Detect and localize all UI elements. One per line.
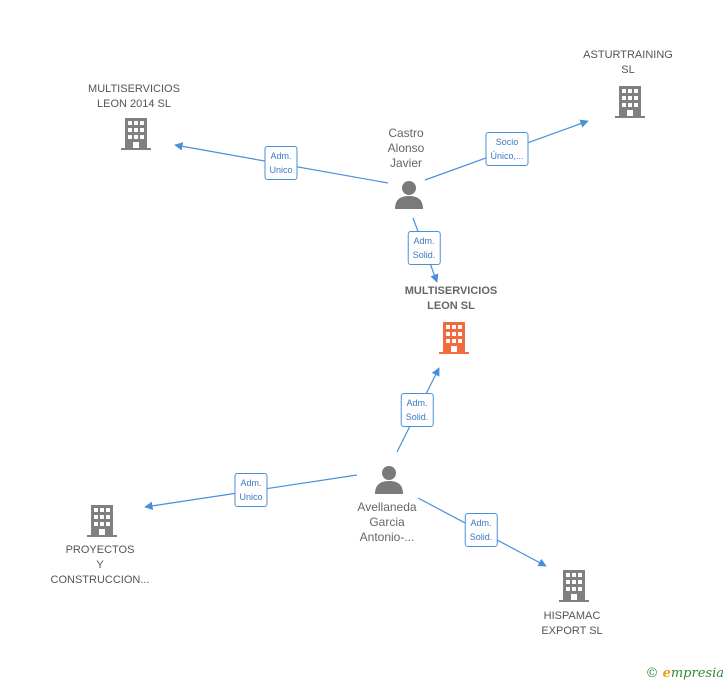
relation-line: Unico <box>239 492 263 502</box>
node-label-line: Castro <box>388 126 424 140</box>
node-label-multiservicios-2014[interactable]: MULTISERVICIOS LEON 2014 SL <box>88 82 180 112</box>
relation-label-castro-to-2014[interactable]: Adm. Unico <box>264 146 298 180</box>
node-label-line: HISPAMAC <box>543 610 601 622</box>
relation-line: Adm. <box>413 236 435 246</box>
relation-line: Adm. <box>406 398 428 408</box>
node-label-line: Y <box>96 559 104 571</box>
relation-label-avellaneda-to-main[interactable]: Adm. Solid. <box>400 393 434 427</box>
node-label-line: LEON 2014 SL <box>96 98 171 110</box>
node-label-line: Javier <box>389 156 423 170</box>
node-label-line: SL <box>621 64 635 76</box>
relation-label-avellaneda-to-proyectos[interactable]: Adm. Unico <box>234 473 268 507</box>
relation-line: Único,... <box>490 151 524 161</box>
relation-line: Socio <box>495 137 519 147</box>
building-icon-main-company <box>439 322 469 354</box>
node-label-proyectos[interactable]: PROYECTOS Y CONSTRUCCION... <box>51 543 150 588</box>
relation-label-castro-to-main[interactable]: Adm. Solid. <box>407 231 441 265</box>
brand-e: e <box>662 666 671 681</box>
node-label-line: ASTURTRAINING <box>583 49 673 61</box>
copyright-symbol: © <box>645 666 659 681</box>
relation-line: Unico <box>269 165 293 175</box>
relation-line: Solid. <box>412 250 436 260</box>
node-label-line: Avellaneda <box>357 500 417 514</box>
relation-line: Solid. <box>405 412 429 422</box>
relation-line: Adm. <box>470 518 492 528</box>
empresia-logo: © empresia <box>645 666 724 681</box>
relation-line: Adm. <box>240 478 262 488</box>
node-label-asturtraining[interactable]: ASTURTRAINING SL <box>583 48 673 78</box>
node-label-line: MULTISERVICIOS <box>404 285 498 297</box>
person-icon-avellaneda <box>375 466 403 494</box>
node-label-line: CONSTRUCCION... <box>50 574 150 586</box>
node-label-line: EXPORT SL <box>541 625 603 637</box>
node-label-line: PROYECTOS <box>65 544 135 556</box>
brand-name: mpresia <box>670 666 724 681</box>
building-icon-multiservicios-2014 <box>121 118 151 150</box>
node-label-line: Alonso <box>387 141 425 155</box>
relation-label-castro-to-asturtraining[interactable]: Socio Único,... <box>485 132 529 166</box>
building-icon-hispamac <box>559 570 589 602</box>
building-icon-asturtraining <box>615 86 645 118</box>
node-label-line: Garcia <box>369 515 405 529</box>
node-label-line: Antonio-... <box>359 530 415 544</box>
node-label-line: LEON SL <box>427 300 475 312</box>
relation-label-avellaneda-to-hispamac[interactable]: Adm. Solid. <box>464 513 498 547</box>
relation-line: Solid. <box>469 532 493 542</box>
node-label-avellaneda[interactable]: Avellaneda Garcia Antonio-... <box>357 500 416 545</box>
node-label-line: MULTISERVICIOS <box>88 83 180 95</box>
relation-line: Adm. <box>270 151 292 161</box>
node-label-main-company[interactable]: MULTISERVICIOS LEON SL <box>405 284 498 314</box>
node-label-hispamac[interactable]: HISPAMAC EXPORT SL <box>541 609 602 639</box>
node-label-castro[interactable]: Castro Alonso Javier <box>388 126 425 171</box>
person-icon-castro <box>395 181 423 209</box>
building-icon-proyectos <box>87 505 117 537</box>
